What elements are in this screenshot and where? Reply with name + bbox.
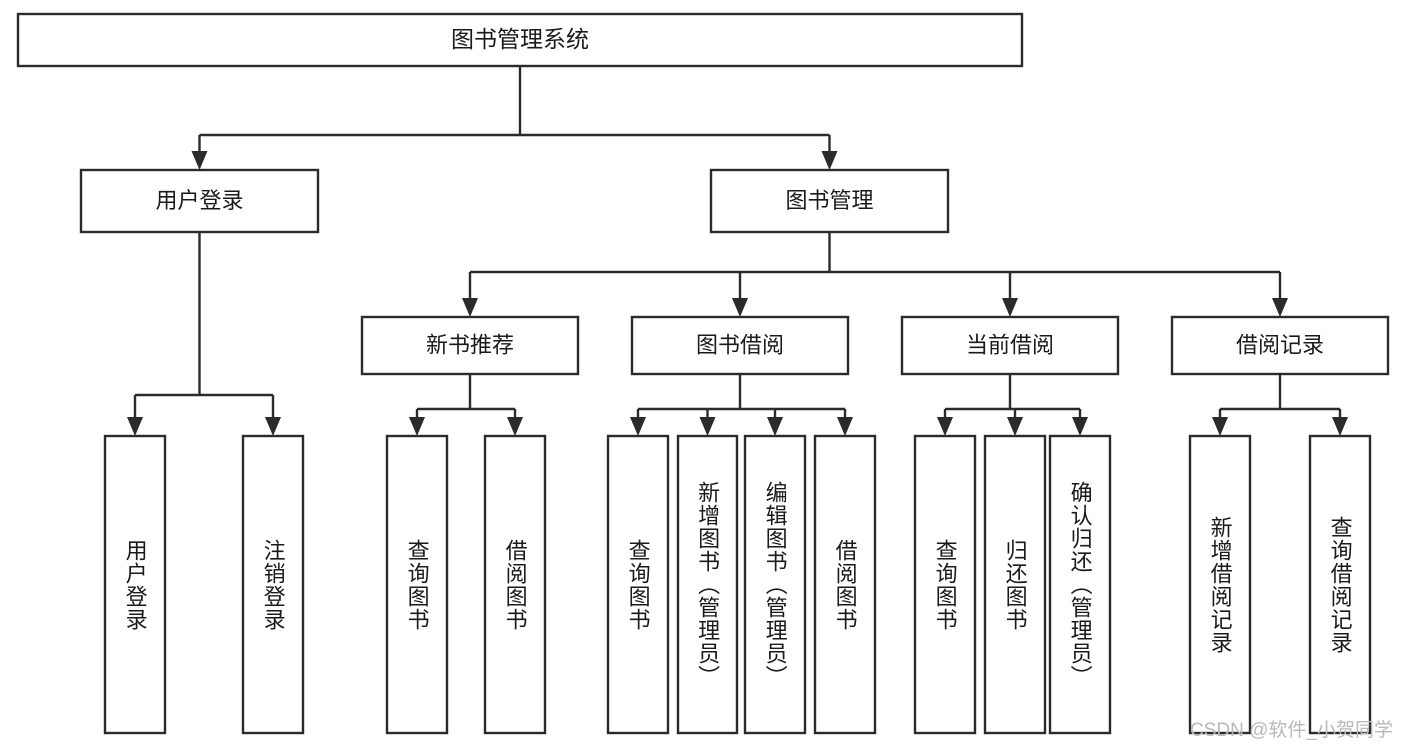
node-leaf-return-book[interactable] [983,434,1047,735]
boxes-layer [16,12,1390,735]
current-borrow-branch-2-arrowhead [1072,417,1088,436]
node-leaf-borrow-book-br[interactable] [813,434,877,735]
node-leaf-add-book[interactable] [676,434,739,735]
book-borrow-branch-0-arrowhead [630,417,646,436]
book-borrow-branch-1-arrowhead [699,417,716,436]
book-manage-branch-2-arrowhead [1002,298,1018,317]
book-manage-branch-1-arrowhead [732,298,748,317]
root-branch-0-arrowhead [191,151,208,170]
node-user-login[interactable] [79,168,320,234]
node-leaf-borrow-book-rec[interactable] [483,434,547,735]
book-borrow-branch-3-arrowhead [837,417,853,436]
node-leaf-logout[interactable] [241,434,305,735]
node-label-new-book-rec: 新书推荐 [426,332,514,357]
connectors-layer [127,66,1348,436]
node-leaf-add-record[interactable] [1188,434,1252,735]
node-root[interactable] [16,12,1024,68]
node-label-current-borrow: 当前借阅 [966,332,1054,357]
node-leaf-user-login[interactable] [103,434,167,735]
node-current-borrow[interactable] [900,315,1120,376]
node-book-borrow[interactable] [630,315,850,376]
node-label-user-login: 用户登录 [155,188,243,213]
node-leaf-query-book-rec[interactable] [385,434,449,735]
node-label-root: 图书管理系统 [451,26,589,52]
book-manage-branch-3-arrowhead [1272,298,1288,317]
root-branch-1-arrowhead [821,151,838,170]
node-book-manage[interactable] [709,168,950,234]
csdn-watermark: CSDN @软件_小贺同学 [1190,720,1393,741]
borrow-record-branch-1-arrowhead [1332,417,1348,436]
node-leaf-edit-book[interactable] [743,434,807,735]
book-borrow-branch-2-arrowhead [767,417,783,436]
current-borrow-branch-0-arrowhead [937,417,953,436]
new-book-rec-branch-0-arrowhead [409,417,425,436]
new-book-rec-branch-1-arrowhead [507,417,523,436]
node-new-book-rec[interactable] [360,315,580,376]
borrow-record-branch-0-arrowhead [1212,417,1228,436]
current-borrow-branch-1-arrowhead [1007,417,1023,436]
node-leaf-confirm-return[interactable] [1048,434,1112,735]
user-login-branch-1-arrowhead [265,417,281,436]
book-manage-branch-0-arrowhead [462,298,478,317]
node-label-borrow-record: 借阅记录 [1236,332,1324,357]
node-borrow-record[interactable] [1170,315,1390,376]
user-login-branch-0-arrowhead [127,417,143,436]
node-label-book-manage: 图书管理 [785,188,873,213]
node-leaf-query-record[interactable] [1308,434,1372,735]
node-leaf-query-book-br[interactable] [606,434,670,735]
node-leaf-query-book-cb[interactable] [913,434,977,735]
node-label-book-borrow: 图书借阅 [696,332,784,357]
